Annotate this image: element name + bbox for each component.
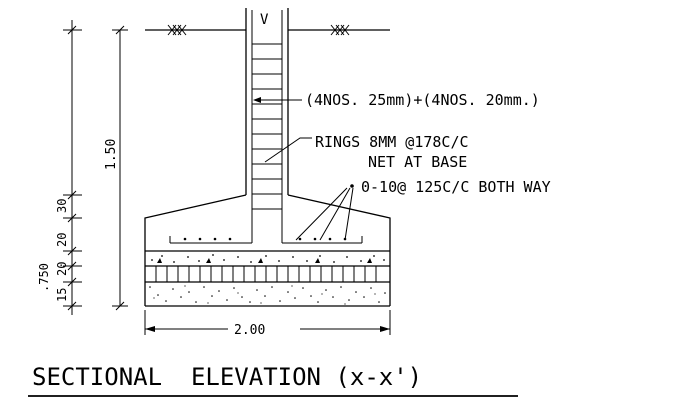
annotation-base-bars: 0-10@ 125C/C BOTH WAY (361, 178, 551, 196)
leader-base-bars (295, 184, 354, 241)
section-mark: V (260, 12, 269, 28)
column (245, 8, 289, 236)
vertical-dimension-chain (63, 20, 82, 315)
dim-footing-slope: 30 (55, 199, 69, 213)
sand-filling-layer (144, 282, 391, 307)
dim-width: 2.00 (234, 323, 265, 338)
pcc-layer (144, 251, 391, 267)
brick-soling-layer (144, 266, 391, 283)
dim-base-group: .750 (37, 263, 51, 292)
base-reinforcement-net (169, 236, 363, 244)
ground-hatch-right (330, 24, 350, 36)
dim-pcc-layer: 20 (55, 262, 69, 276)
annotation-net-at-base: NET AT BASE (368, 153, 467, 171)
drawing-title: SECTIONAL ELEVATION (x-x') (32, 363, 422, 391)
annotation-rings: RINGS 8MM @178C/C (315, 133, 469, 151)
annotation-column-bars: (4NOS. 25mm)+(4NOS. 20mm.) (305, 91, 540, 109)
width-dimension (144, 310, 391, 335)
dim-footing-base: 20 (55, 233, 69, 247)
total-depth-dimension (112, 25, 128, 311)
dim-soling-layer: 15 (55, 288, 69, 302)
leader-rings (264, 137, 312, 163)
footing (144, 194, 391, 252)
dim-total-depth: 1.50 (104, 139, 119, 170)
column-rings (252, 43, 282, 210)
leader-column-bars (253, 97, 302, 103)
ground-hatch-left (167, 24, 187, 36)
